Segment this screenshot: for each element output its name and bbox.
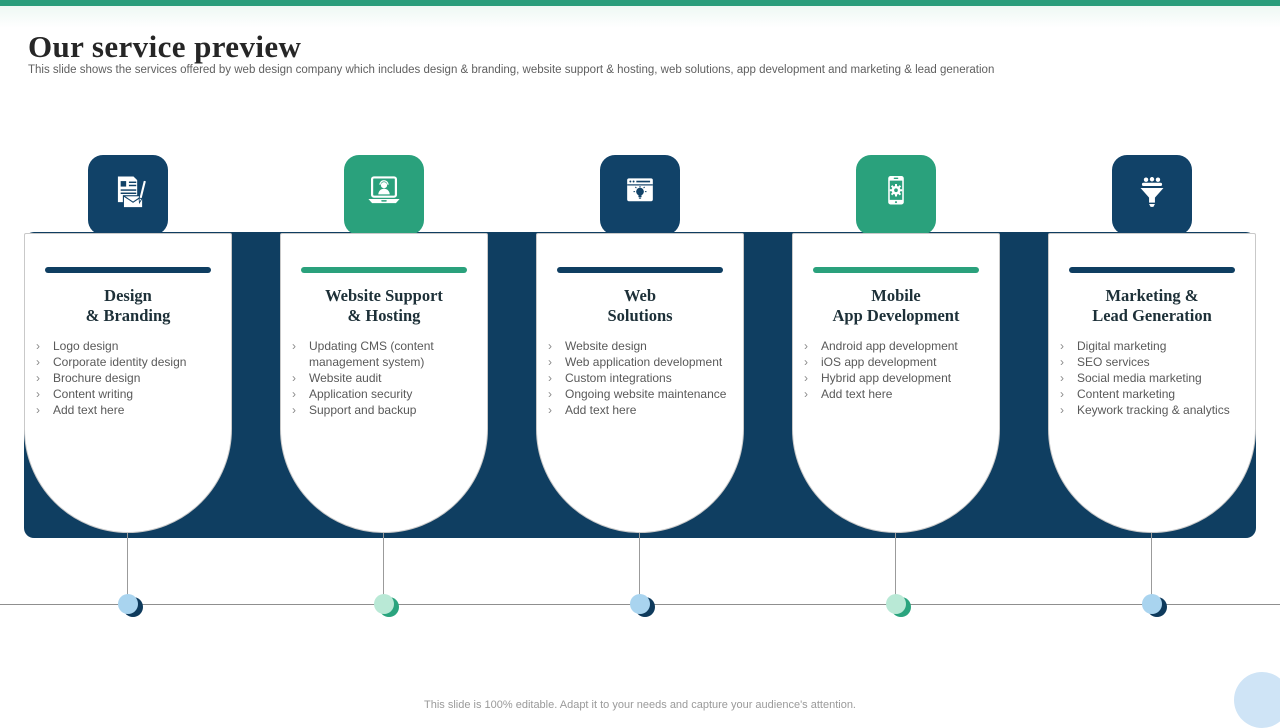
list-item: ›Corporate identity design bbox=[36, 355, 187, 369]
list-item: ›Web application development bbox=[548, 355, 723, 369]
list-item: ›Add text here bbox=[548, 403, 637, 417]
service-item-list: ›Logo design ›Corporate identity design … bbox=[25, 338, 231, 418]
list-item: ›Ongoing website maintenance bbox=[548, 387, 727, 401]
chevron-bullet: › bbox=[548, 339, 552, 353]
page-title: Our service preview bbox=[28, 28, 302, 64]
card-title: Web Solutions bbox=[607, 286, 673, 325]
card-title: Mobile App Development bbox=[832, 286, 960, 325]
chevron-bullet: › bbox=[548, 403, 552, 417]
list-item: ›Custom integrations bbox=[548, 371, 672, 385]
chevron-bullet: › bbox=[36, 387, 40, 401]
badge-web-solutions bbox=[600, 155, 680, 235]
chevron-bullet: › bbox=[292, 403, 296, 417]
service-card-mobile-app: Mobile App Development ›Android app deve… bbox=[792, 155, 1000, 625]
timeline-dot bbox=[886, 594, 906, 614]
service-card-design-branding: Design & Branding ›Logo design ›Corporat… bbox=[24, 155, 232, 625]
list-item: ›Android app development bbox=[804, 339, 958, 353]
list-item: ›Website audit bbox=[292, 371, 382, 385]
card-title: Website Support & Hosting bbox=[325, 286, 443, 325]
badge-website-support bbox=[344, 155, 424, 235]
service-card-marketing-leads: Marketing & Lead Generation ›Digital mar… bbox=[1048, 155, 1256, 625]
timeline-dot bbox=[630, 594, 650, 614]
card-body: Website Support & Hosting ›Updating CMS … bbox=[280, 233, 488, 533]
chevron-bullet: › bbox=[1060, 387, 1064, 401]
chevron-bullet: › bbox=[1060, 371, 1064, 385]
card-body: Marketing & Lead Generation ›Digital mar… bbox=[1048, 233, 1256, 533]
card-accent-bar bbox=[45, 267, 211, 273]
service-item-list: ›Android app development ›iOS app develo… bbox=[793, 338, 999, 402]
list-item: ›iOS app development bbox=[804, 355, 937, 369]
badge-marketing-leads bbox=[1112, 155, 1192, 235]
timeline-connector bbox=[383, 532, 384, 604]
timeline-connector bbox=[1151, 532, 1152, 604]
service-item-list: ›Updating CMS (content management system… bbox=[281, 338, 487, 418]
card-accent-bar bbox=[557, 267, 723, 273]
chevron-bullet: › bbox=[292, 339, 296, 353]
list-item: ›Content marketing bbox=[1060, 387, 1176, 401]
card-accent-bar bbox=[813, 267, 979, 273]
chevron-bullet: › bbox=[804, 339, 808, 353]
list-item: ›Logo design bbox=[36, 339, 119, 353]
list-item: ›Website design bbox=[548, 339, 647, 353]
chevron-bullet: › bbox=[1060, 355, 1064, 369]
card-body: Mobile App Development ›Android app deve… bbox=[792, 233, 1000, 533]
corner-decoration-circle bbox=[1234, 672, 1280, 728]
list-item: ›Support and backup bbox=[292, 403, 417, 417]
list-item: ›Content writing bbox=[36, 387, 134, 401]
list-item: ›SEO services bbox=[1060, 355, 1150, 369]
card-title: Design & Branding bbox=[85, 286, 171, 325]
chevron-bullet: › bbox=[36, 355, 40, 369]
list-item: ›Add text here bbox=[36, 403, 125, 417]
chevron-bullet: › bbox=[292, 371, 296, 385]
badge-mobile-app bbox=[856, 155, 936, 235]
badge-design-branding bbox=[88, 155, 168, 235]
service-item-list: ›Digital marketing ›SEO services ›Social… bbox=[1049, 338, 1255, 418]
card-body: Web Solutions ›Website design ›Web appli… bbox=[536, 233, 744, 533]
slide-subtitle: This slide shows the services offered by… bbox=[28, 64, 995, 76]
list-item: ›Hybrid app development bbox=[804, 371, 952, 385]
card-accent-bar bbox=[301, 267, 467, 273]
chevron-bullet: › bbox=[548, 371, 552, 385]
chevron-bullet: › bbox=[804, 355, 808, 369]
timeline-dot bbox=[118, 594, 138, 614]
list-item: ›Social media marketing bbox=[1060, 371, 1202, 385]
chevron-bullet: › bbox=[804, 387, 808, 401]
card-accent-bar bbox=[1069, 267, 1235, 273]
list-item: ›Add text here bbox=[804, 387, 893, 401]
list-item: ›Brochure design bbox=[36, 371, 141, 385]
top-accent-fade bbox=[0, 6, 1280, 28]
timeline-dot bbox=[374, 594, 394, 614]
chevron-bullet: › bbox=[804, 371, 808, 385]
timeline-dot bbox=[1142, 594, 1162, 614]
card-title: Marketing & Lead Generation bbox=[1092, 286, 1212, 325]
list-item: ›Digital marketing bbox=[1060, 339, 1167, 353]
service-card-website-support: Website Support & Hosting ›Updating CMS … bbox=[280, 155, 488, 625]
list-item: ›Updating CMS (content management system… bbox=[292, 339, 434, 369]
service-card-web-solutions: Web Solutions ›Website design ›Web appli… bbox=[536, 155, 744, 625]
chevron-bullet: › bbox=[292, 387, 296, 401]
timeline-connector bbox=[895, 532, 896, 604]
chevron-bullet: › bbox=[36, 371, 40, 385]
timeline-connector bbox=[127, 532, 128, 604]
chevron-bullet: › bbox=[548, 355, 552, 369]
chevron-bullet: › bbox=[36, 403, 40, 417]
timeline-connector bbox=[639, 532, 640, 604]
list-item: ›Keywork tracking & analytics bbox=[1060, 403, 1230, 417]
list-item: ›Application security bbox=[292, 387, 413, 401]
chevron-bullet: › bbox=[1060, 339, 1064, 353]
service-item-list: ›Website design ›Web application develop… bbox=[537, 338, 743, 418]
chevron-bullet: › bbox=[1060, 403, 1064, 417]
chevron-bullet: › bbox=[548, 387, 552, 401]
chevron-bullet: › bbox=[36, 339, 40, 353]
card-body: Design & Branding ›Logo design ›Corporat… bbox=[24, 233, 232, 533]
footer-note: This slide is 100% editable. Adapt it to… bbox=[424, 699, 856, 711]
top-accent-bar bbox=[0, 0, 1280, 6]
